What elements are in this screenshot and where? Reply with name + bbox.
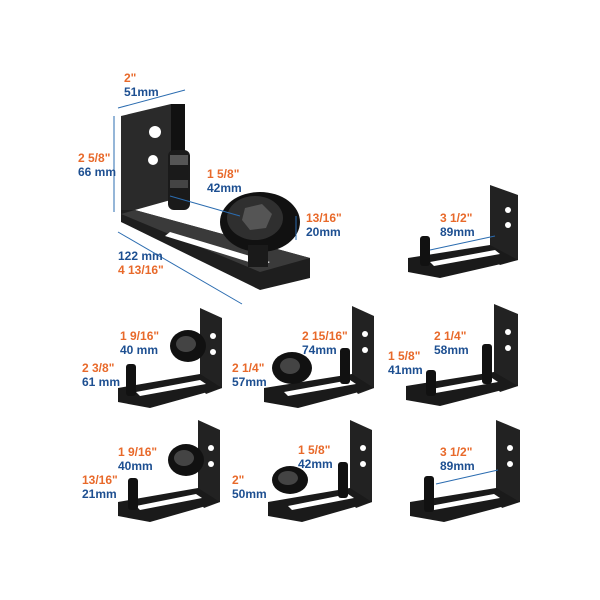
variant-1-mm: 89mm [440,225,475,239]
variant-bracket-6 [268,420,372,522]
variant-1-inch: 3 1/2" [440,211,473,225]
main-length-inch: 4 13/16" [118,263,164,277]
variant-2-inch-a: 1 9/16" [120,329,160,343]
variant-6-inch-b: 2" [232,473,245,487]
mounting-hole [148,155,158,165]
variant-7-mm: 89mm [440,459,475,473]
main-width-inch: 2" [124,71,137,85]
main-roller-mm: 42mm [207,181,242,195]
variant-7-inch: 3 1/2" [440,445,473,459]
main-height-mm: 66 mm [78,165,117,179]
main-roller-height-inch: 13/16" [306,211,342,225]
main-roller-height-mm: 20mm [306,225,341,239]
main-roller-inch: 1 5/8" [207,167,240,181]
variant-5-mm-b: 21mm [82,487,117,501]
mounting-hole [149,126,161,138]
variant-3-inch-b: 2 1/4" [232,361,265,375]
variant-6-mm-a: 42mm [298,457,333,471]
variant-4-mm-b: 41mm [388,363,423,377]
variant-5-inch-a: 1 9/16" [118,445,158,459]
variant-5-inch-b: 13/16" [82,473,118,487]
variant-bracket-3 [264,306,374,408]
variant-2-mm-b: 61 mm [82,375,121,389]
variant-bracket-7 [410,420,520,522]
variant-bracket-5 [118,420,220,522]
main-bracket [121,104,310,290]
variant-3-mm-b: 57mm [232,375,267,389]
variant-3-mm-a: 74mm [302,343,337,357]
variant-6-inch-a: 1 5/8" [298,443,331,457]
variant-4-mm-a: 58mm [434,343,469,357]
variant-4-inch-a: 2 1/4" [434,329,467,343]
main-length-mm: 122 mm [118,249,163,263]
variant-4-inch-b: 1 5/8" [388,349,421,363]
main-height-inch: 2 5/8" [78,151,111,165]
main-width-mm: 51mm [124,85,159,99]
variant-bracket-4 [406,304,518,406]
variant-bracket-2 [118,308,222,408]
variant-3-inch-a: 2 15/16" [302,329,348,343]
variant-6-mm-b: 50mm [232,487,267,501]
variant-bracket-1 [408,185,518,278]
variant-5-mm-a: 40mm [118,459,153,473]
variant-2-mm-a: 40 mm [120,343,159,357]
variant-2-inch-b: 2 3/8" [82,361,115,375]
